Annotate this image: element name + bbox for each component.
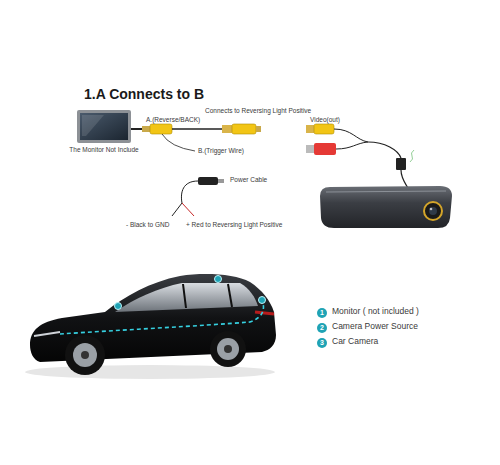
wire-label: B.(Trigger Wire)	[198, 147, 244, 154]
camera-cable	[306, 124, 414, 188]
cable-label: Power Cable	[230, 176, 267, 183]
wire-label: + Red to Reversing Light Positive	[186, 221, 282, 228]
monitor-picture	[77, 110, 131, 143]
car-picture	[25, 274, 276, 379]
callout-number: 3	[317, 338, 327, 348]
legend-text: Car Camera	[332, 337, 378, 347]
video-cable	[131, 124, 261, 134]
legend-text: Monitor ( not included )	[332, 307, 419, 317]
wire-label: - Black to GND	[126, 221, 169, 228]
monitor-node: The Monitor Not Include	[67, 146, 141, 153]
callout-number: 2	[317, 323, 327, 333]
connector-label: Video(out)	[310, 116, 340, 123]
wire-label: Connects to Reversing Light Positive	[205, 107, 311, 114]
diagram-title: 1.A Connects to B	[84, 86, 204, 102]
wire-label: A.(Reverse/BACK)	[146, 116, 200, 123]
camera-picture	[320, 186, 452, 228]
node-caption: The Monitor Not Include	[67, 146, 141, 153]
trigger-wire	[162, 134, 195, 151]
power-cable	[172, 177, 224, 216]
legend-text: Camera Power Source	[332, 322, 418, 332]
callout-number: 1	[317, 308, 327, 318]
